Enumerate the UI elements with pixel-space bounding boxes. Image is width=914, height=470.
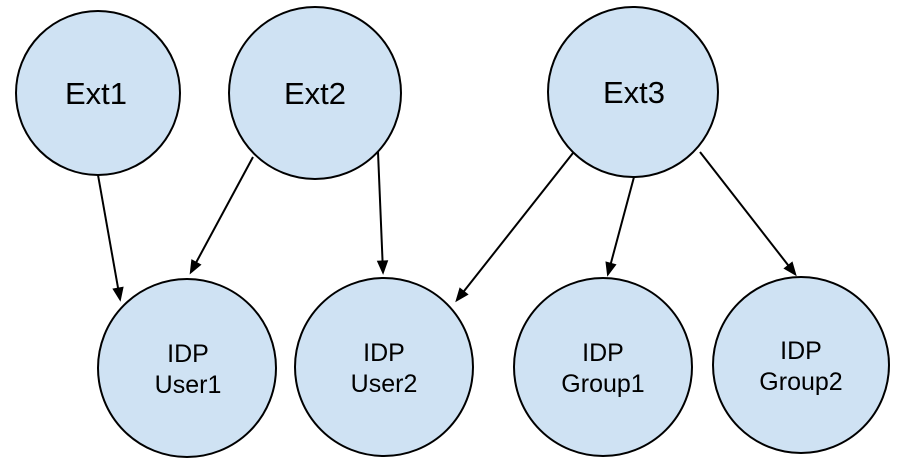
node-ext3-circle <box>547 6 719 178</box>
edge-ext3-to-idp-user2 <box>455 152 574 303</box>
node-idp-group2-label-line2: Group2 <box>759 368 842 396</box>
node-idp-group1-circle <box>513 277 693 457</box>
edge-ext1-to-idp-user1 <box>97 174 124 302</box>
node-ext2-circle <box>228 6 402 180</box>
node-idp-group1-label-line1: IDP <box>582 339 624 367</box>
node-idp-group2-label-line1: IDP <box>780 337 822 365</box>
node-ext1-circle <box>15 10 181 176</box>
node-idp-user1-label-line2: User1 <box>155 371 222 399</box>
edge-ext3-to-idp-group1 <box>605 176 635 277</box>
node-idp-user1-label-line1: IDP <box>167 340 209 368</box>
edge-ext3-to-idp-group2 <box>699 151 797 277</box>
node-idp-group1-label-line2: Group1 <box>561 370 644 398</box>
node-ext1-label: Ext1 <box>65 76 127 111</box>
edge-ext2-to-idp-user2 <box>376 151 389 275</box>
edge-ext2-to-idp-user1 <box>189 156 254 275</box>
node-idp-user1-circle <box>97 278 277 458</box>
node-idp-user2-label-line2: User2 <box>351 370 418 398</box>
node-idp-user2-label-line1: IDP <box>363 339 405 367</box>
node-idp-group2-circle <box>712 276 890 454</box>
node-ext2-label: Ext2 <box>284 76 346 111</box>
node-idp-user2-circle <box>294 277 474 457</box>
node-ext3-label: Ext3 <box>603 75 665 110</box>
